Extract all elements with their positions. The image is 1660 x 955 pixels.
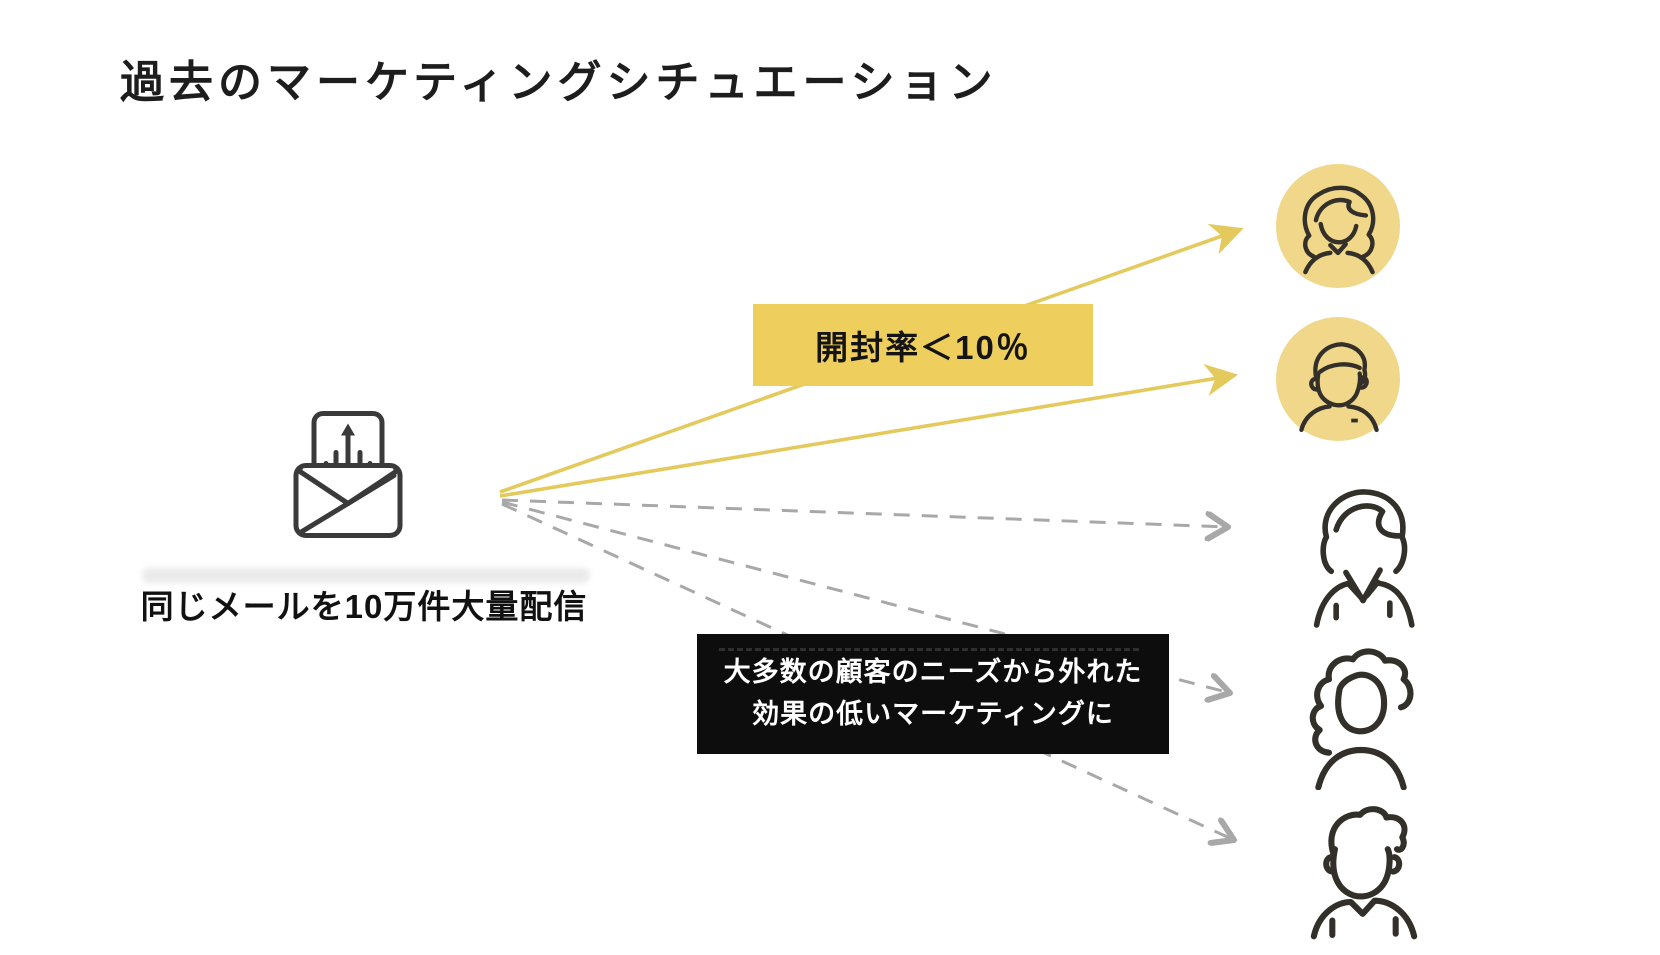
woman-curly-hair-avatar-icon: [1309, 648, 1414, 790]
woman-long-hair-avatar-icon: [1302, 185, 1376, 275]
erased-line-artifact: [719, 648, 1139, 651]
open-rate-label: 開封率＜10％: [815, 329, 1031, 366]
recipient-avatar-1: [1276, 164, 1400, 288]
man-short-hair-avatar-icon: [1299, 342, 1379, 433]
ineffective-line1: 大多数の顧客のニーズから外れた: [723, 657, 1143, 688]
sender-caption: 同じメールを10万件大量配信: [140, 588, 588, 625]
recipient-avatar-5: [1298, 798, 1430, 940]
dashed-arrow-to-recipient-3: [501, 498, 1228, 527]
erased-text-artifact: [142, 568, 590, 583]
highlight-circle: [1276, 317, 1400, 441]
page-title: 過去のマーケティングシチュエーション: [120, 58, 998, 107]
recipient-avatar-4: [1294, 638, 1428, 790]
open-rate-label-box: 開封率＜10％: [753, 304, 1093, 386]
ineffective-line2: 効果の低いマーケティングに: [752, 699, 1114, 729]
recipient-avatar-2: [1276, 317, 1400, 441]
solid-arrow-to-recipient-2: [499, 363, 1238, 498]
email-campaign-icon: [288, 398, 408, 548]
highlight-circle: [1276, 164, 1400, 288]
ineffective-marketing-callout: 大多数の顧客のニーズから外れた 効果の低いマーケティングに: [697, 634, 1169, 754]
recipient-avatar-3: [1302, 478, 1424, 628]
man-wavy-hair-avatar-icon: [1310, 806, 1418, 940]
woman-bob-avatar-icon: [1313, 489, 1415, 628]
